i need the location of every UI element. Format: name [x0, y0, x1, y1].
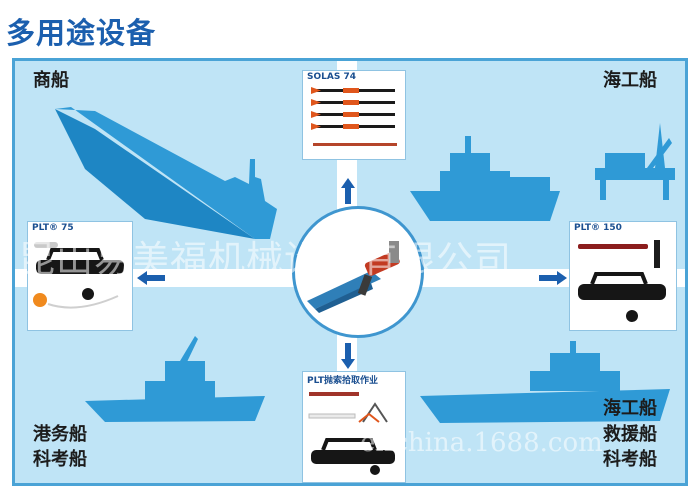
label-research-ship-right: 科考船: [603, 449, 657, 470]
plt-150-launcher-icon: [578, 240, 666, 322]
arrow-left-icon: [137, 271, 165, 285]
card-solas-74-title: SOLAS 74: [307, 72, 356, 82]
label-rescue-ship: 救援船: [603, 424, 657, 445]
card-plt-150-title: PLT® 150: [574, 223, 622, 233]
label-offshore-ship: 海工船: [603, 70, 657, 91]
label-harbour-ship: 港务船: [33, 424, 87, 445]
card-solas-74: SOLAS 74: [302, 70, 406, 160]
harbour-tug-icon: [85, 336, 265, 422]
central-launcher-circle: [292, 206, 424, 338]
card-plt-150: PLT® 150: [569, 221, 677, 331]
offshore-vessel-icon: [410, 136, 560, 221]
merchant-ship-icon: [55, 107, 277, 239]
line-thrower-launcher-icon: [307, 241, 400, 313]
salvage-vessel-icon: [420, 341, 670, 423]
oil-platform-icon: [595, 123, 675, 200]
site-watermark: eifchina.1688.com: [360, 428, 603, 458]
arrow-up-icon: [341, 178, 355, 204]
label-research-ship-left: 科考船: [33, 449, 87, 470]
plt-75-launcher-icon: [33, 242, 124, 309]
label-offshore-ship-bottom: 海工船: [603, 398, 657, 419]
card-plt-75-title: PLT® 75: [32, 223, 74, 233]
arrow-down-icon: [341, 343, 355, 369]
card-plt-75: PLT® 75: [27, 221, 133, 331]
equipment-diagram-panel: 商船 海工船 港务船 科考船 海工船 救援船 科考船 SOLAS 74 PLT®…: [12, 58, 688, 486]
line-pickup-kit-icon: [308, 392, 395, 475]
card-plt-line-pickup-title: PLT抛索拾取作业: [307, 376, 378, 386]
company-watermark: 昆山易美福机械设备有限公司: [18, 238, 512, 281]
card-plt-line-pickup: PLT抛索拾取作业: [302, 371, 406, 483]
label-merchant-ship: 商船: [33, 70, 69, 91]
page-title: 多用途设备: [6, 16, 157, 50]
rocket-line-icon: [311, 87, 397, 146]
arrow-right-icon: [539, 271, 567, 285]
